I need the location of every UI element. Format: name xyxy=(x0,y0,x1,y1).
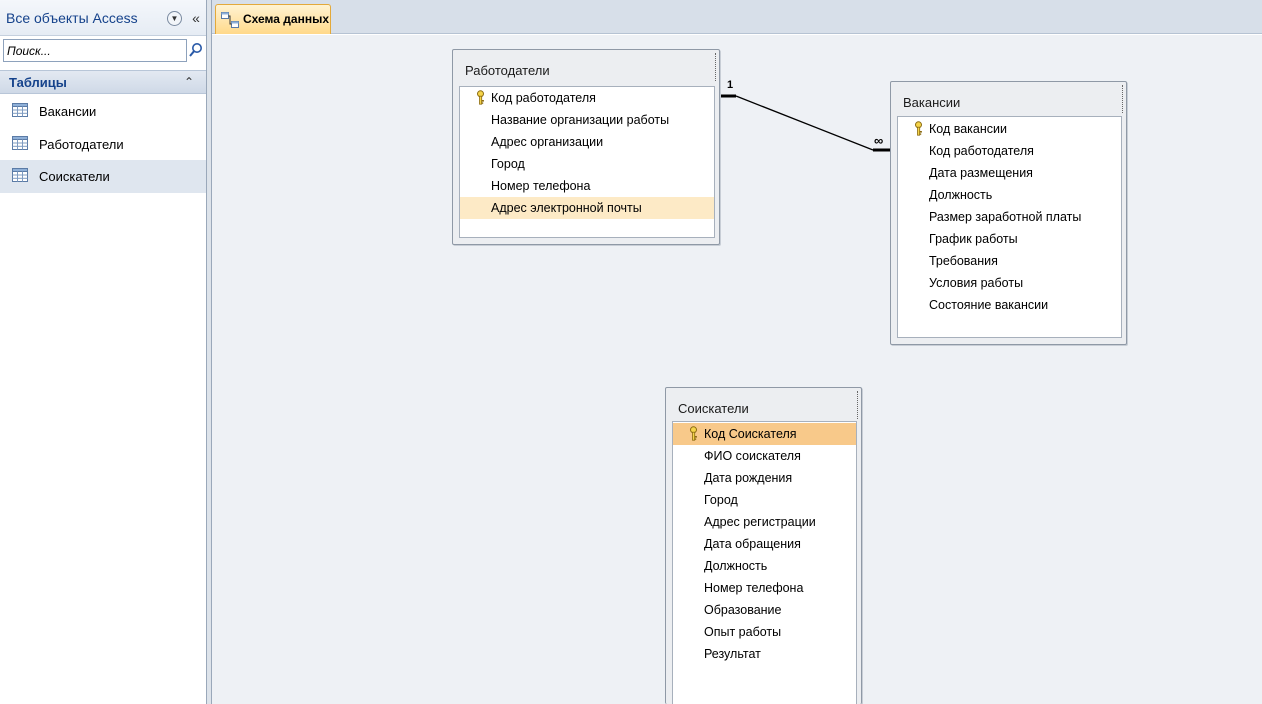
field-row[interactable]: Состояние вакансии xyxy=(898,294,1121,316)
table-title[interactable]: Соискатели xyxy=(678,401,749,416)
field-row[interactable]: Условия работы xyxy=(898,272,1121,294)
field-row[interactable]: Код работодателя xyxy=(898,140,1121,162)
field-row[interactable]: Результат xyxy=(673,643,856,665)
relationships-icon xyxy=(221,12,239,28)
field-label: Результат xyxy=(704,647,761,661)
field-label: Номер телефона xyxy=(491,179,591,193)
collapse-group-icon[interactable]: ⌃ xyxy=(183,75,195,89)
group-title: Таблицы xyxy=(9,75,67,90)
field-label: Город xyxy=(704,493,738,507)
field-label: Номер телефона xyxy=(704,581,804,595)
field-label: Код Соискателя xyxy=(704,427,797,441)
field-row[interactable]: Адрес организации xyxy=(460,131,714,153)
field-label: Опыт работы xyxy=(704,625,782,639)
field-row[interactable]: Город xyxy=(460,153,714,175)
table-icon xyxy=(12,103,28,117)
field-list: Код вакансии Код работодателя Дата разме… xyxy=(897,116,1122,338)
navigation-pane: Все объекты Access ▼ « Таблицы ⌃ Ваканси… xyxy=(0,0,207,704)
field-row[interactable]: Город xyxy=(673,489,856,511)
field-label: Должность xyxy=(929,188,993,202)
nav-item-vacancies[interactable]: Вакансии xyxy=(0,95,206,128)
document-tab-strip xyxy=(212,0,1262,34)
field-row[interactable]: Дата размещения xyxy=(898,162,1121,184)
nav-menu-dropdown-icon[interactable]: ▼ xyxy=(167,11,182,26)
field-label: Адрес электронной почты xyxy=(491,201,642,215)
nav-pane-header: Все объекты Access ▼ « xyxy=(0,0,206,36)
field-label: Должность xyxy=(704,559,768,573)
field-row[interactable]: Название организации работы xyxy=(460,109,714,131)
field-row[interactable]: ФИО соискателя xyxy=(673,445,856,467)
field-label: Условия работы xyxy=(929,276,1024,290)
window-grip xyxy=(714,53,716,81)
tab-label: Схема данных xyxy=(243,12,329,26)
field-row[interactable]: Размер заработной платы xyxy=(898,206,1121,228)
field-label: Название организации работы xyxy=(491,113,670,127)
field-label: График работы xyxy=(929,232,1018,246)
field-label: Размер заработной платы xyxy=(929,210,1082,224)
window-grip xyxy=(856,391,858,419)
nav-item-label: Работодатели xyxy=(39,137,124,152)
group-header-tables[interactable]: Таблицы ⌃ xyxy=(0,70,206,94)
field-row[interactable]: Номер телефона xyxy=(673,577,856,599)
table-icon xyxy=(12,136,28,150)
field-row[interactable]: Должность xyxy=(898,184,1121,206)
field-row-highlighted[interactable]: Адрес электронной почты xyxy=(460,197,714,219)
primary-key-icon xyxy=(476,90,486,105)
nav-item-label: Соискатели xyxy=(39,169,110,184)
primary-key-icon xyxy=(914,121,924,136)
field-row[interactable]: Номер телефона xyxy=(460,175,714,197)
field-label: Дата рождения xyxy=(704,471,793,485)
field-label: Код работодателя xyxy=(491,91,596,105)
pane-splitter[interactable] xyxy=(207,0,212,704)
nav-item-applicants[interactable]: Соискатели xyxy=(0,160,206,193)
nav-item-employers[interactable]: Работодатели xyxy=(0,128,206,161)
field-label: ФИО соискателя xyxy=(704,449,801,463)
relationship-one-label: 1 xyxy=(727,79,734,91)
table-title[interactable]: Работодатели xyxy=(465,63,550,78)
field-row[interactable]: Должность xyxy=(673,555,856,577)
table-window-employers[interactable]: Работодатели Код работодателя Название о… xyxy=(452,49,720,245)
relationship-many-label: ∞ xyxy=(874,133,884,148)
field-label: Город xyxy=(491,157,525,171)
field-label: Дата размещения xyxy=(929,166,1033,180)
field-label: Код работодателя xyxy=(929,144,1034,158)
nav-item-label: Вакансии xyxy=(39,104,97,119)
field-label: Образование xyxy=(704,603,782,617)
table-window-vacancies[interactable]: Вакансии Код вакансии Код работодателя Д… xyxy=(890,81,1127,345)
table-window-applicants[interactable]: Соискатели Код Соискателя ФИО соискателя… xyxy=(665,387,862,704)
search-icon[interactable] xyxy=(187,39,204,62)
field-label: Состояние вакансии xyxy=(929,298,1049,312)
field-row[interactable]: Код вакансии xyxy=(898,118,1121,140)
field-row[interactable]: Дата рождения xyxy=(673,467,856,489)
field-row[interactable]: Дата обращения xyxy=(673,533,856,555)
field-label: Адрес регистрации xyxy=(704,515,816,529)
field-row-selected[interactable]: Код Соискателя xyxy=(673,423,856,445)
field-label: Адрес организации xyxy=(491,135,604,149)
field-row[interactable]: Адрес регистрации xyxy=(673,511,856,533)
field-row[interactable]: Код работодателя xyxy=(460,87,714,109)
field-label: Код вакансии xyxy=(929,122,1007,136)
field-row[interactable]: Опыт работы xyxy=(673,621,856,643)
nav-pane-title[interactable]: Все объекты Access xyxy=(6,10,138,26)
field-label: Требования xyxy=(929,254,998,268)
field-row[interactable]: Образование xyxy=(673,599,856,621)
field-list: Код работодателя Название организации ра… xyxy=(459,86,715,238)
window-grip xyxy=(1121,85,1123,113)
table-icon xyxy=(12,168,28,182)
table-title[interactable]: Вакансии xyxy=(903,95,961,110)
field-row[interactable]: Требования xyxy=(898,250,1121,272)
tab-relationships[interactable]: Схема данных xyxy=(215,4,331,34)
field-list: Код Соискателя ФИО соискателя Дата рожде… xyxy=(672,421,857,704)
field-label: Дата обращения xyxy=(704,537,801,551)
field-row[interactable]: График работы xyxy=(898,228,1121,250)
search-input[interactable] xyxy=(3,39,187,62)
shutter-bar-collapse-icon[interactable]: « xyxy=(192,10,200,26)
primary-key-icon xyxy=(689,426,699,441)
